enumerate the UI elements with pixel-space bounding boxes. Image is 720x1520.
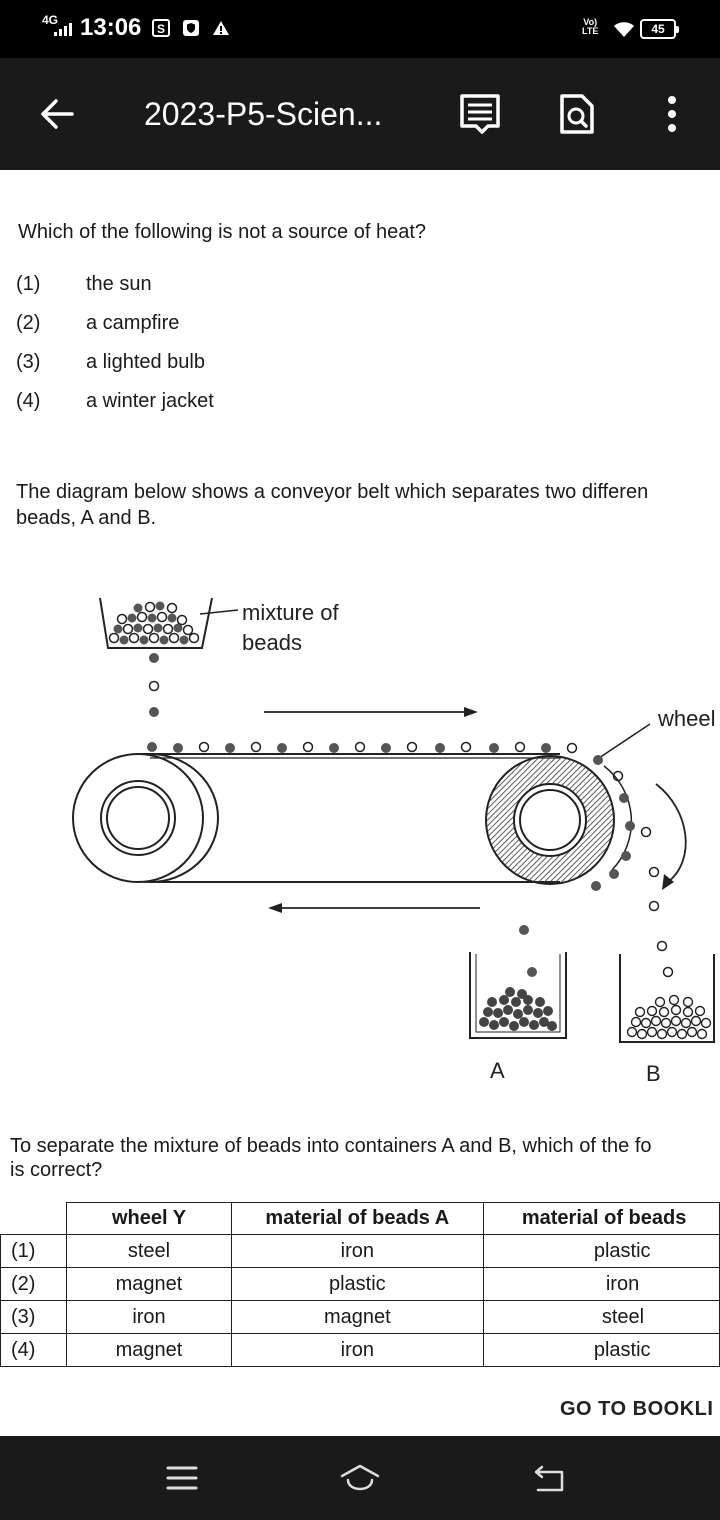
question-2-intro-line-2: beads, A and B.	[16, 507, 157, 529]
battery-indicator: 45	[640, 19, 679, 39]
table-cell: (2)	[0, 1267, 68, 1301]
falling-beads-a	[519, 925, 537, 977]
volte-indicator: Vo)LTE	[582, 18, 598, 36]
mixture-label-line-1: mixture of	[242, 600, 339, 625]
container-b	[619, 954, 715, 1043]
option-text: a winter jacket	[86, 390, 214, 412]
back-nav-icon[interactable]	[528, 1458, 572, 1498]
volte-top: Vo)	[583, 17, 598, 27]
table-row[interactable]: (4) magnet iron plastic	[0, 1333, 720, 1367]
table-cell: iron	[230, 1333, 484, 1367]
volte-bottom: LTE	[582, 26, 599, 36]
table-cell: magnet	[230, 1300, 484, 1334]
question-2-intro-line-1: The diagram below shows a conveyor belt …	[16, 481, 649, 503]
document-page[interactable]: Which of the following is not a source o…	[0, 170, 720, 1436]
option-number: (4)	[16, 390, 41, 412]
rotation-arrow	[655, 783, 687, 890]
table-row[interactable]: (3) iron magnet steel	[0, 1300, 720, 1334]
question-2-prompt-line-2: is correct?	[10, 1159, 103, 1181]
search-document-icon[interactable]	[556, 92, 600, 136]
signal-icon	[54, 22, 72, 36]
table-cell: iron	[66, 1300, 232, 1334]
go-to-booklet-button[interactable]: GO TO BOOKLI	[560, 1398, 714, 1420]
option-number: (3)	[16, 351, 41, 373]
table-row[interactable]: (1) steel iron plastic	[0, 1234, 720, 1268]
table-cell: plastic	[482, 1333, 720, 1367]
table-cell: (1)	[0, 1234, 68, 1268]
table-cell: magnet	[66, 1267, 232, 1301]
container-a	[469, 952, 567, 1039]
conveyor-belt-diagram	[72, 597, 715, 1043]
table-cell: iron	[230, 1234, 484, 1268]
beads-on-wheel	[591, 755, 635, 891]
wheel-y	[485, 755, 633, 885]
more-options-icon[interactable]	[650, 92, 694, 136]
falling-beads-hopper	[148, 653, 160, 717]
answer-table: wheel Y material of beads A material of …	[0, 1202, 720, 1367]
option-text: a lighted bulb	[86, 351, 205, 373]
table-header: material of beads	[482, 1202, 720, 1235]
belt-direction-arrows	[264, 707, 480, 913]
shield-icon	[183, 20, 199, 36]
container-a-label: A	[490, 1058, 505, 1083]
table-header: material of beads A	[230, 1202, 484, 1235]
table-row[interactable]: (2) magnet plastic iron	[0, 1267, 720, 1301]
option-number: (1)	[16, 273, 41, 295]
table-cell: iron	[482, 1267, 720, 1301]
option-number: (2)	[16, 312, 41, 334]
falling-beads-b	[640, 826, 674, 978]
option-text: the sun	[86, 273, 152, 295]
wheel-label-pointer	[595, 723, 651, 761]
table-header-row: wheel Y material of beads A material of …	[0, 1202, 720, 1235]
table-cell: (4)	[0, 1333, 68, 1367]
app-bar: 2023-P5-Scien...	[0, 58, 720, 170]
comment-icon[interactable]	[458, 92, 502, 136]
mixture-label-line-2: beads	[242, 630, 302, 655]
table-cell: steel	[482, 1300, 720, 1334]
left-wheel	[72, 753, 219, 883]
mixture-hopper	[99, 597, 239, 649]
container-b-label: B	[646, 1061, 661, 1086]
recent-apps-icon[interactable]	[160, 1458, 204, 1498]
wheel-label: wheel	[658, 706, 716, 731]
notification-app-icon: S	[152, 19, 170, 37]
warning-icon	[213, 21, 229, 35]
table-cell: (3)	[0, 1300, 68, 1334]
status-bar: 4G 13:06 S Vo)LTE 45	[0, 0, 720, 58]
table-cell: plastic	[230, 1267, 484, 1301]
wifi-icon	[614, 22, 634, 37]
conveyor-belt	[140, 753, 560, 883]
hopper-beads	[108, 601, 200, 645]
table-cell: steel	[66, 1234, 232, 1268]
table-cell: magnet	[66, 1333, 232, 1367]
table-cell: plastic	[482, 1234, 720, 1268]
navigation-bar	[0, 1436, 720, 1520]
beads-on-belt	[147, 741, 578, 754]
option-text: a campfire	[86, 312, 180, 334]
question-2-prompt-line-1: To separate the mixture of beads into co…	[10, 1135, 652, 1157]
back-arrow-icon[interactable]	[36, 92, 80, 136]
table-header-blank	[0, 1202, 68, 1235]
home-icon[interactable]	[338, 1458, 382, 1498]
network-type: 4G	[42, 13, 59, 27]
svg-text:S: S	[157, 22, 165, 36]
document-title: 2023-P5-Scien...	[144, 96, 383, 132]
table-header: wheel Y	[66, 1202, 232, 1235]
clock: 13:06	[80, 14, 142, 41]
question-1-prompt: Which of the following is not a source o…	[18, 221, 427, 243]
